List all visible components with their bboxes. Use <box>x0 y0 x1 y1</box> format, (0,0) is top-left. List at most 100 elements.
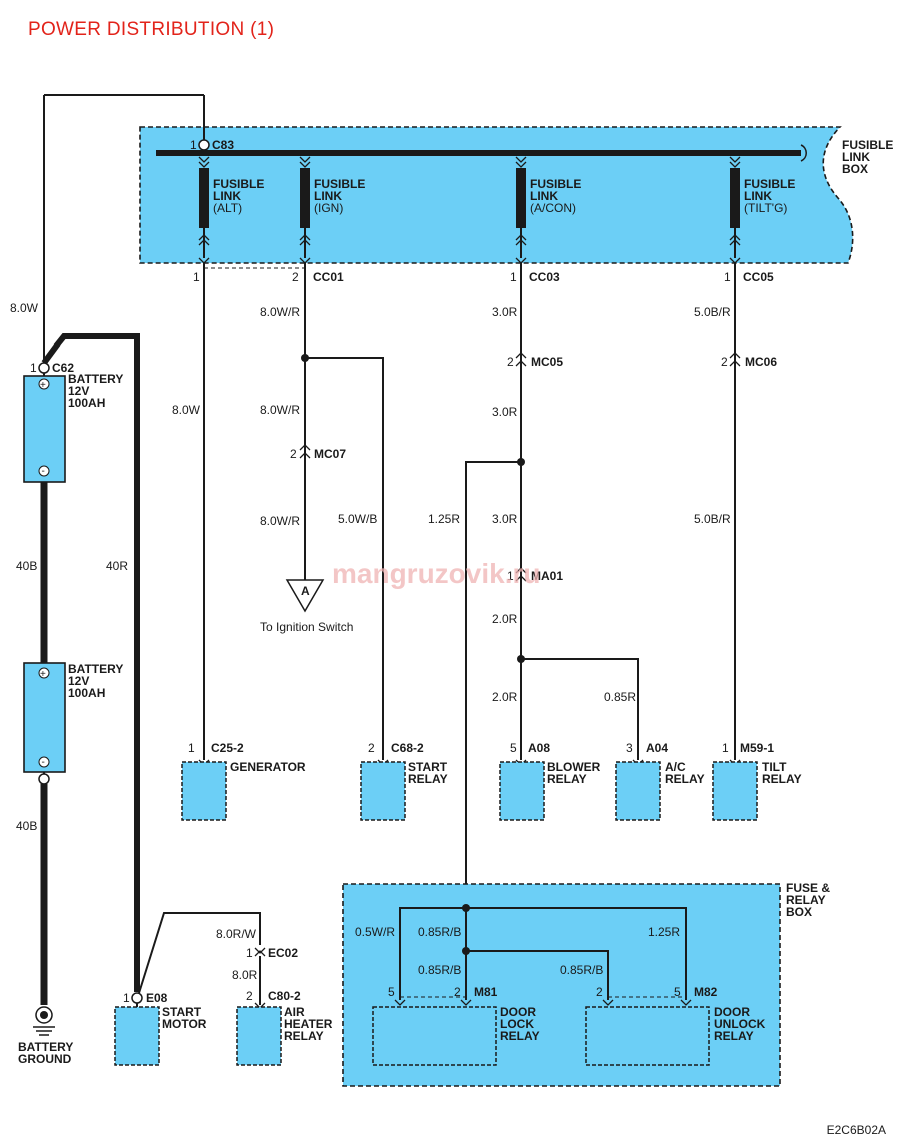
c83-pin <box>198 139 210 151</box>
fusible-link-ign-l1: FUSIBLE <box>314 177 365 191</box>
mc06-pin: 2 <box>721 355 728 369</box>
e08-pin <box>131 992 143 1004</box>
door-lock-relay-label-3: RELAY <box>500 1029 540 1043</box>
m82-pin1: 2 <box>596 985 603 999</box>
fusible-link-alt-l2: LINK <box>213 189 241 203</box>
offpage-text: To Ignition Switch <box>260 620 353 634</box>
fusible-link-alt-l3: (ALT) <box>213 201 242 215</box>
wire-start-relay <box>305 357 384 760</box>
battery-2-label-1: BATTERY <box>68 662 123 676</box>
busbar-end <box>800 144 807 162</box>
mc05-pin: 2 <box>507 355 514 369</box>
air-heater-relay-conn: C80-2 <box>268 989 301 1003</box>
wire-ac-relay <box>521 658 639 760</box>
tilt-relay-conn: M59-1 <box>740 741 774 755</box>
fuse-relay-box-label-3: BOX <box>786 905 812 919</box>
battery-1-plus-icon <box>38 378 50 390</box>
wire-label-8-0rw: 8.0R/W <box>216 927 257 941</box>
cc01-pin1: 1 <box>193 270 200 284</box>
start-motor-label-2: MOTOR <box>162 1017 207 1031</box>
fuse-relay-box-label-2: RELAY <box>786 893 826 907</box>
battery-2-plus-icon <box>38 667 50 679</box>
c83-label: C83 <box>212 138 234 152</box>
battery-1-minus-icon <box>38 465 50 477</box>
m81-label: M81 <box>474 985 498 999</box>
mc05-connector <box>515 352 527 367</box>
fusible-link-tiltg-l1: FUSIBLE <box>744 177 795 191</box>
cc05-label: CC05 <box>743 270 774 284</box>
wire-085rb-3 <box>466 950 609 1000</box>
battery-2-terminal <box>38 773 50 785</box>
start-relay-conn: C68-2 <box>391 741 424 755</box>
wire-label-acon-3: 3.0R <box>492 512 518 526</box>
c62-label: C62 <box>52 361 74 375</box>
cc03-pin: 1 <box>510 270 517 284</box>
tilt-relay <box>712 761 758 821</box>
door-unlock-relay-label-3: RELAY <box>714 1029 754 1043</box>
start-relay-pin: 2 <box>368 741 375 755</box>
cc03-label: CC03 <box>529 270 560 284</box>
page-title: POWER DISTRIBUTION (1) <box>28 19 275 40</box>
wire-label-alt: 8.0W <box>172 403 201 417</box>
wire-05wr <box>399 907 466 1000</box>
blower-relay-label-2: RELAY <box>547 772 587 786</box>
fusible-link-tiltg-l2: LINK <box>744 189 772 203</box>
ec02-label: EC02 <box>268 946 298 960</box>
wire-label-05wr: 0.5W/R <box>355 925 395 939</box>
fusible-link-ign <box>299 156 311 264</box>
fusible-link-alt-l1: FUSIBLE <box>213 177 264 191</box>
blower-relay-label-1: BLOWER <box>547 760 601 774</box>
generator-conn: C25-2 <box>211 741 244 755</box>
air-heater-relay-label-2: HEATER <box>284 1017 333 1031</box>
battery-2 <box>23 662 66 773</box>
wire-label-2-0r-2: 2.0R <box>492 690 518 704</box>
wire-label-40b-top: 40B <box>16 559 37 573</box>
blower-relay <box>499 761 545 821</box>
m81-pin1: 5 <box>388 985 395 999</box>
generator-label: GENERATOR <box>230 760 306 774</box>
wire-label-085r: 0.85R <box>604 690 636 704</box>
ac-relay-conn: A04 <box>646 741 668 755</box>
mc07-label: MC07 <box>314 447 346 461</box>
wire-label-tilt-1: 5.0B/R <box>694 305 731 319</box>
wire-label-tilt-2: 5.0B/R <box>694 512 731 526</box>
wire-label-acon-2: 3.0R <box>492 405 518 419</box>
start-motor <box>114 1006 160 1066</box>
air-heater-relay <box>236 1006 282 1066</box>
tilt-relay-label-1: TILT <box>762 760 787 774</box>
blower-relay-pin: 5 <box>510 741 517 755</box>
fusible-link-box-label-3: BOX <box>842 162 868 176</box>
cc01-pin2: 2 <box>292 270 299 284</box>
mc07-pin: 2 <box>290 447 297 461</box>
ac-relay-label-1: A/C <box>665 760 686 774</box>
door-lock-relay-label-1: DOOR <box>500 1005 536 1019</box>
door-lock-relay-label-2: LOCK <box>500 1017 534 1031</box>
wire-label-085rb-2: 0.85R/B <box>418 963 461 977</box>
wire-label-8-0w-left: 8.0W <box>10 301 39 315</box>
generator-pin: 1 <box>188 741 195 755</box>
wire-label-8-0r: 8.0R <box>232 968 258 982</box>
start-relay-label-2: RELAY <box>408 772 448 786</box>
fusible-link-acon-l3: (A/CON) <box>530 201 576 215</box>
fusible-link-tiltg <box>729 156 741 264</box>
offpage-letter: A <box>301 584 310 598</box>
wire-label-ign-3: 8.0W/R <box>260 514 300 528</box>
fuse-relay-box-label-1: FUSE & <box>786 881 830 895</box>
m82-label: M82 <box>694 985 718 999</box>
door-unlock-relay <box>585 1006 710 1066</box>
wire-label-ign-2: 8.0W/R <box>260 403 300 417</box>
wire-125r <box>465 461 521 908</box>
wire-label-start: 5.0W/B <box>338 512 377 526</box>
wire-label-acon-1: 3.0R <box>492 305 518 319</box>
svg-text:-: - <box>42 757 45 768</box>
svg-text:+: + <box>40 669 46 680</box>
mc05-label: MC05 <box>531 355 563 369</box>
fusible-link-acon-l2: LINK <box>530 189 558 203</box>
fusible-link-ign-l3: (IGN) <box>314 201 343 215</box>
battery-1-label-1: BATTERY <box>68 372 123 386</box>
fusible-link-ign-l2: LINK <box>314 189 342 203</box>
mc06-label: MC06 <box>745 355 777 369</box>
start-relay-label-1: START <box>408 760 448 774</box>
ma01-label: MA01 <box>531 569 563 583</box>
